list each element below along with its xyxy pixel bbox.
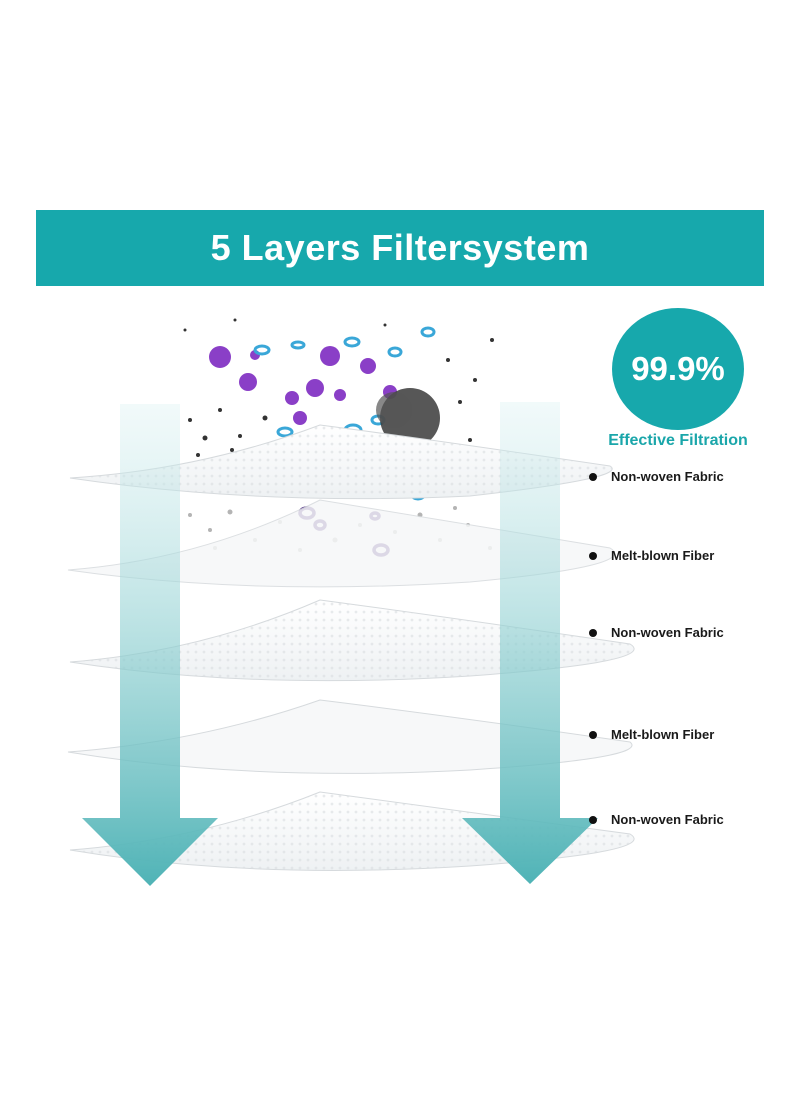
layer-sheet-2 <box>67 499 615 588</box>
layer-label-5: Non-woven Fabric <box>589 812 724 827</box>
dust-particles <box>183 318 494 482</box>
filtration-caption: Effective Filtration <box>608 432 748 449</box>
layer-label-text: Non-woven Fabric <box>611 469 724 484</box>
title-banner: 5 Layers Filtersystem <box>36 210 764 286</box>
layer-label-text: Non-woven Fabric <box>611 812 724 827</box>
filtration-badge: 99.9% <box>612 308 744 430</box>
filtration-percentage: 99.9% <box>631 350 725 387</box>
layer-sheet-5 <box>69 791 635 871</box>
page-title: 5 Layers Filtersystem <box>210 227 590 268</box>
airflow-arrow-right <box>462 402 598 884</box>
bullet-icon <box>589 815 597 824</box>
layer-label-4: Melt-blown Fiber <box>589 727 714 742</box>
layer-label-text: Melt-blown Fiber <box>611 727 715 742</box>
bullet-icon <box>589 730 597 739</box>
bullet-icon <box>589 628 597 637</box>
layer-label-2: Melt-blown Fiber <box>589 548 714 563</box>
airflow-arrow-left <box>82 404 218 886</box>
layer-label-3: Non-woven Fabric <box>589 625 724 640</box>
bullet-icon <box>589 551 597 560</box>
bullet-icon <box>589 472 597 481</box>
layer-sheet-4 <box>67 699 633 774</box>
layer-sheet-1 <box>69 424 613 500</box>
layer-label-text: Melt-blown Fiber <box>611 548 715 563</box>
layer-label-text: Non-woven Fabric <box>611 625 724 640</box>
layer-sheet-3 <box>69 599 635 682</box>
layer-label-1: Non-woven Fabric <box>589 469 724 484</box>
virus-particles <box>209 346 397 425</box>
